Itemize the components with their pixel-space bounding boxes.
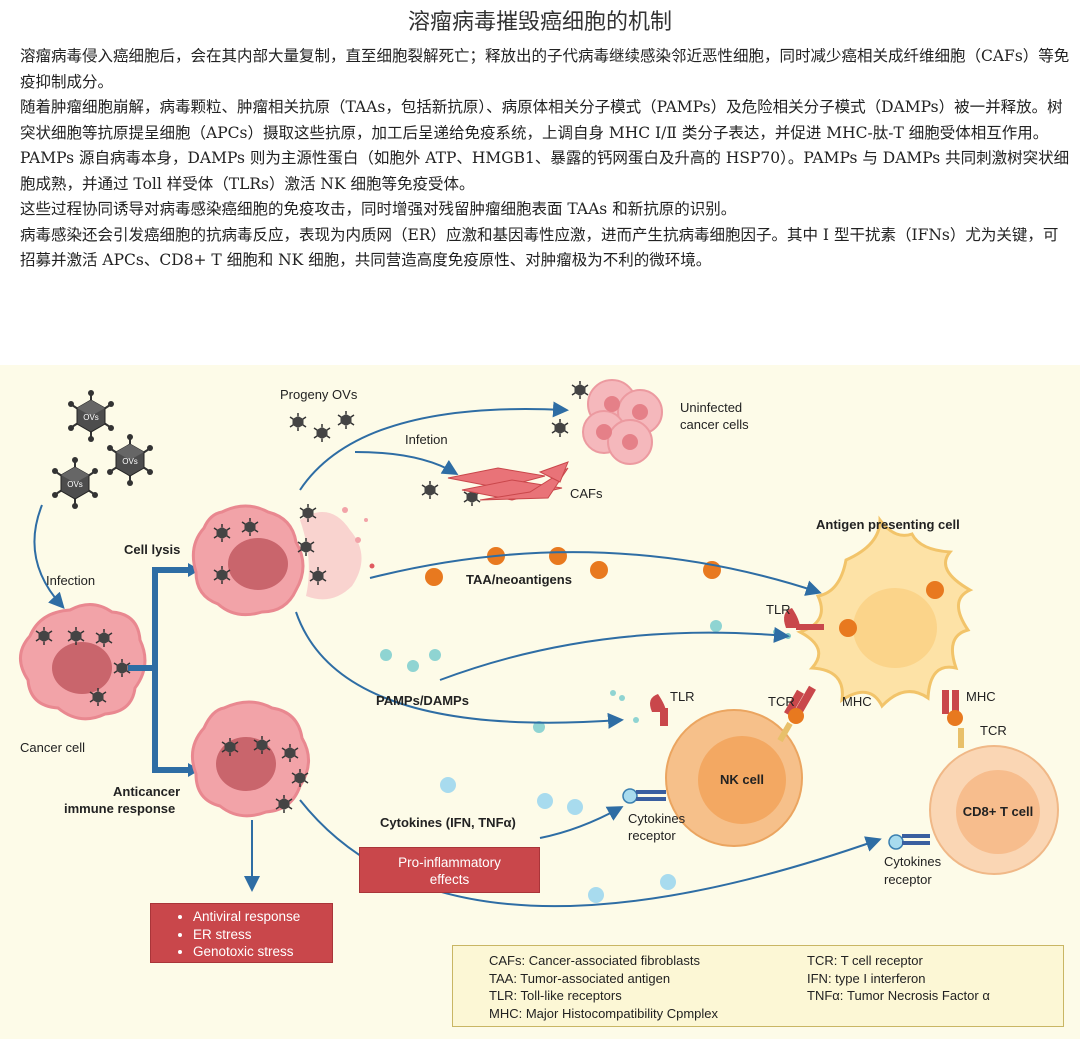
tlr-label: TLR (766, 602, 791, 617)
cancer-cell-label: Cancer cell (20, 740, 85, 755)
legend-item: MHC: Major Histocompatibility Cpmplex (489, 1005, 718, 1021)
uninfected-label: cancer cells (680, 417, 749, 432)
pamps-damps (380, 620, 722, 733)
legend-item: IFN: type I interferon (807, 970, 926, 986)
anticancer-label: Anticancer (113, 784, 180, 799)
legend-item: TLR: Toll-like receptors (489, 988, 622, 1003)
virus-label: OVs (67, 480, 83, 489)
virus-label: OVs (122, 457, 138, 466)
cytokine-receptor-icon (888, 834, 930, 850)
pro-inflammatory-label: Pro-inflammatory (398, 855, 501, 870)
intro-text: 溶瘤病毒侵入癌细胞后，会在其内部大量复制，直至细胞裂解死亡；释放出的子代病毒继续… (20, 44, 1070, 274)
mhc-tcr-complex (942, 690, 964, 748)
taa-label: TAA/neoantigens (466, 572, 572, 587)
taa-antigens (425, 547, 721, 586)
response-item: ER stress (193, 926, 332, 944)
cytokine-receptor-label: receptor (628, 828, 676, 843)
paragraph: PAMPs 源自病毒本身，DAMPs 则为主源性蛋白（如胞外 ATP、HMGB1… (20, 149, 1070, 193)
cafs-cells (447, 461, 569, 501)
tcr-mhc-complex (777, 685, 816, 743)
pro-inflammatory-label: effects (429, 872, 470, 887)
legend-item: CAFs: Cancer-associated fibroblasts (489, 953, 700, 968)
response-item: Genotoxic stress (193, 943, 332, 961)
pamps-nk-arrow (295, 611, 624, 729)
cytokine-receptor-label: Cytokines (884, 854, 942, 869)
cytokine-particles (440, 777, 676, 903)
tlr-receptor (650, 694, 668, 726)
tcr-label: TCR (980, 723, 1007, 738)
taa-arrow (369, 551, 822, 596)
legend-item: TNFα: Tumor Necrosis Factor α (807, 988, 990, 1003)
antigen-presenting-cell (796, 515, 974, 709)
tlr-label: TLR (670, 689, 695, 704)
uninfected-label: Uninfected (680, 400, 742, 415)
cytokine-receptor-label: receptor (884, 872, 932, 887)
nk-cell-label: NK cell (720, 772, 764, 787)
cafs-label: CAFs (570, 486, 603, 501)
legend-item: TCR: T cell receptor (807, 953, 923, 968)
tcr-label: TCR (768, 694, 795, 709)
paragraph: 溶瘤病毒侵入癌细胞后，会在其内部大量复制，直至细胞裂解死亡；释放出的子代病毒继续… (20, 47, 1070, 91)
uninfected-cancer-cells (582, 379, 663, 465)
pamps-arrow (439, 627, 790, 681)
response-box: Antiviral response ER stress Genotoxic s… (150, 903, 333, 963)
pamps-damps-label: PAMPs/DAMPs (376, 693, 469, 708)
apc-label: Antigen presenting cell (816, 517, 960, 532)
progeny-ovs-label: Progeny OVs (280, 387, 358, 402)
cytokines-label: Cytokines (IFN, TNFα) (380, 815, 516, 830)
abbreviation-legend: CAFs: Cancer-associated fibroblasts TAA:… (452, 945, 1064, 1027)
virus-label: OVs (83, 413, 99, 422)
lysing-cancer-cell (191, 503, 375, 617)
cytokine-receptor-label: Cytokines (628, 811, 686, 826)
cytokine-nk-arrow (539, 806, 624, 839)
infected-cancer-cell (190, 700, 310, 818)
infection-label: Infection (46, 573, 95, 588)
pro-inflammatory-box: Pro-inflammatory effects (359, 847, 540, 893)
infetion-label: Infetion (405, 432, 448, 447)
progeny-arrow (299, 401, 569, 491)
infetion-arrow (354, 451, 459, 476)
branch-arrows (128, 563, 200, 777)
paragraph: 病毒感染还会引发癌细胞的抗病毒反应，表现为内质网（ER）应激和基因毒性应激，进而… (20, 225, 1059, 270)
nk-cell (665, 709, 803, 847)
paragraph: 随着肿瘤细胞崩解，病毒颗粒、肿瘤相关抗原（TAAs，包括新抗原）、病原体相关分子… (20, 98, 1063, 142)
infection-arrow (33, 504, 65, 609)
cell-lysis-label: Cell lysis (124, 542, 180, 557)
cd8-cell-label: CD8+ T cell (963, 804, 1033, 819)
cytokine-cd8-arrow (299, 799, 882, 908)
cd8-t-cell (929, 745, 1059, 875)
mhc-label: MHC (966, 689, 996, 704)
paragraph: 这些过程协同诱导对病毒感染癌细胞的免疫攻击，同时增强对残留肿瘤细胞表面 TAAs… (20, 200, 737, 218)
page-title: 溶瘤病毒摧毁癌细胞的机制 (407, 10, 672, 35)
cancer-cell (19, 603, 147, 721)
response-item: Antiviral response (193, 908, 332, 926)
legend-item: TAA: Tumor-associated antigen (489, 970, 671, 986)
mhc-label: MHC (842, 694, 872, 709)
cytokine-receptor-icon (622, 788, 666, 804)
anticancer-label: immune response (64, 801, 175, 816)
